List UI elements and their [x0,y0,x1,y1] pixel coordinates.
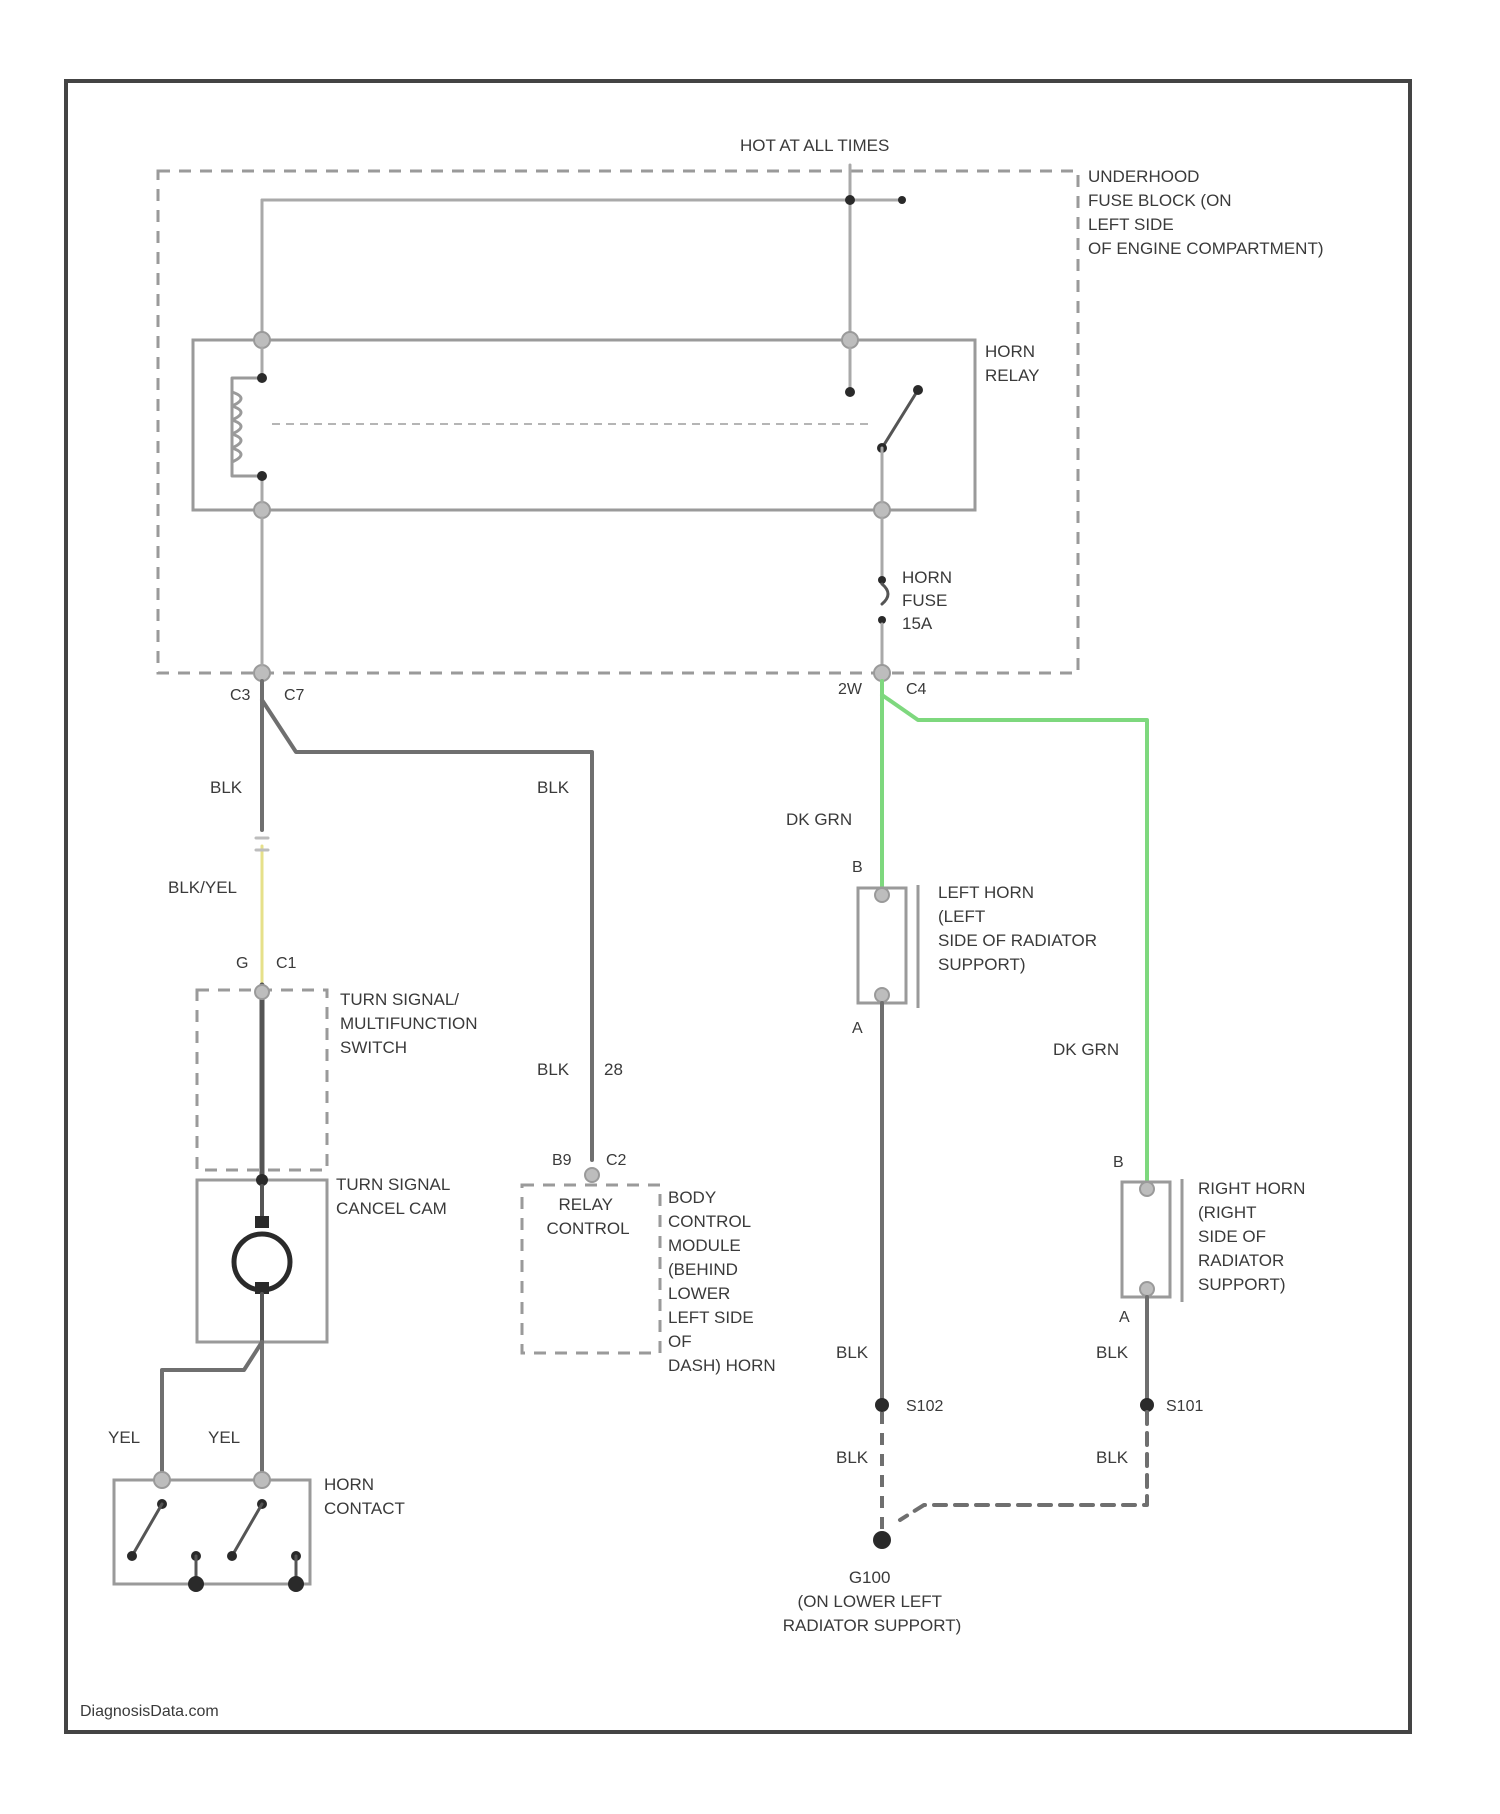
splice-s102-label: S102 [906,1398,943,1415]
wire-color-blk-3: BLK [537,1060,570,1079]
right-horn-pin-b: B [1113,1154,1124,1171]
wire-color-blk-yel: BLK/YEL [168,878,237,897]
wire-color-blk-lh-1: BLK [836,1343,869,1362]
splice-s101 [1140,1398,1154,1412]
left-horn-pin-a: A [852,1020,863,1037]
fb-right-conn: C4 [906,681,927,698]
wire-color-dk-grn-1: DK GRN [786,810,852,829]
turn-signal-conn: C1 [276,955,297,972]
bcm-connector [585,1168,599,1182]
fb-left-pin: C3 [230,687,251,704]
footer-credit: DiagnosisData.com [80,1703,219,1720]
left-horn-pin-b: B [852,859,863,876]
left-branch-wires [256,681,592,1180]
wire-color-dk-grn-2: DK GRN [1053,1040,1119,1059]
power-junction-dot [845,195,855,205]
turn-signal-connector [255,985,269,999]
wire-color-blk-rh-1: BLK [1096,1343,1129,1362]
ground-label: G100 (ON LOWER LEFT RADIATOR SUPPORT) [783,1568,962,1635]
turn-signal-pin: G [236,955,248,972]
fb-right-pin: 2W [838,681,863,698]
bcm-pin: B9 [552,1152,572,1169]
splice-s102 [875,1398,889,1412]
horn-contact-box [114,1480,310,1584]
right-horn [1122,1179,1182,1302]
cancel-cam-mechanism [234,1174,290,1342]
horn-contact-label: HORN CONTACT [324,1475,405,1518]
horn-fuse-label: HORN FUSE 15A [902,568,957,633]
relay-coil [232,348,870,502]
wire-color-blk-1: BLK [210,778,243,797]
splice-s101-label: S101 [1166,1398,1203,1415]
bcm-conn: C2 [606,1152,627,1169]
turn-signal-switch-label: TURN SIGNAL/ MULTIFUNCTION SWITCH [340,990,482,1057]
wire-color-blk-lh-2: BLK [836,1448,869,1467]
wire-color-blk-2: BLK [537,778,570,797]
left-horn [858,885,918,1008]
horn-contact-wires [162,1342,262,1480]
wire-color-blk-rh-2: BLK [1096,1448,1129,1467]
right-horn-pin-a: A [1119,1309,1130,1326]
wire-color-yel-2: YEL [208,1428,240,1447]
left-horn-label: LEFT HORN (LEFT SIDE OF RADIATOR SUPPORT… [938,883,1102,974]
power-source-dot [898,196,906,204]
cancel-cam-label: TURN SIGNAL CANCEL CAM [336,1175,454,1218]
power-feed [262,165,906,340]
ground-g100 [873,1531,891,1549]
horn-relay-label: HORN RELAY [985,342,1040,385]
horn-contact-switches [127,1472,304,1592]
circuit-number-28: 28 [604,1060,623,1079]
bcm-inner-label: RELAY CONTROL [546,1195,629,1238]
fb-left-conn: C7 [284,687,305,704]
relay-switch [845,348,923,502]
fuse-block-label: UNDERHOOD FUSE BLOCK (ON LEFT SIDE OF EN… [1088,167,1324,258]
bcm-label: BODY CONTROL MODULE (BEHIND LOWER LEFT S… [668,1188,776,1375]
wire-color-yel-1: YEL [108,1428,140,1447]
right-horn-label: RIGHT HORN (RIGHT SIDE OF RADIATOR SUPPO… [1198,1179,1310,1294]
horn-fuse [878,518,888,673]
power-label: HOT AT ALL TIMES [740,136,889,155]
